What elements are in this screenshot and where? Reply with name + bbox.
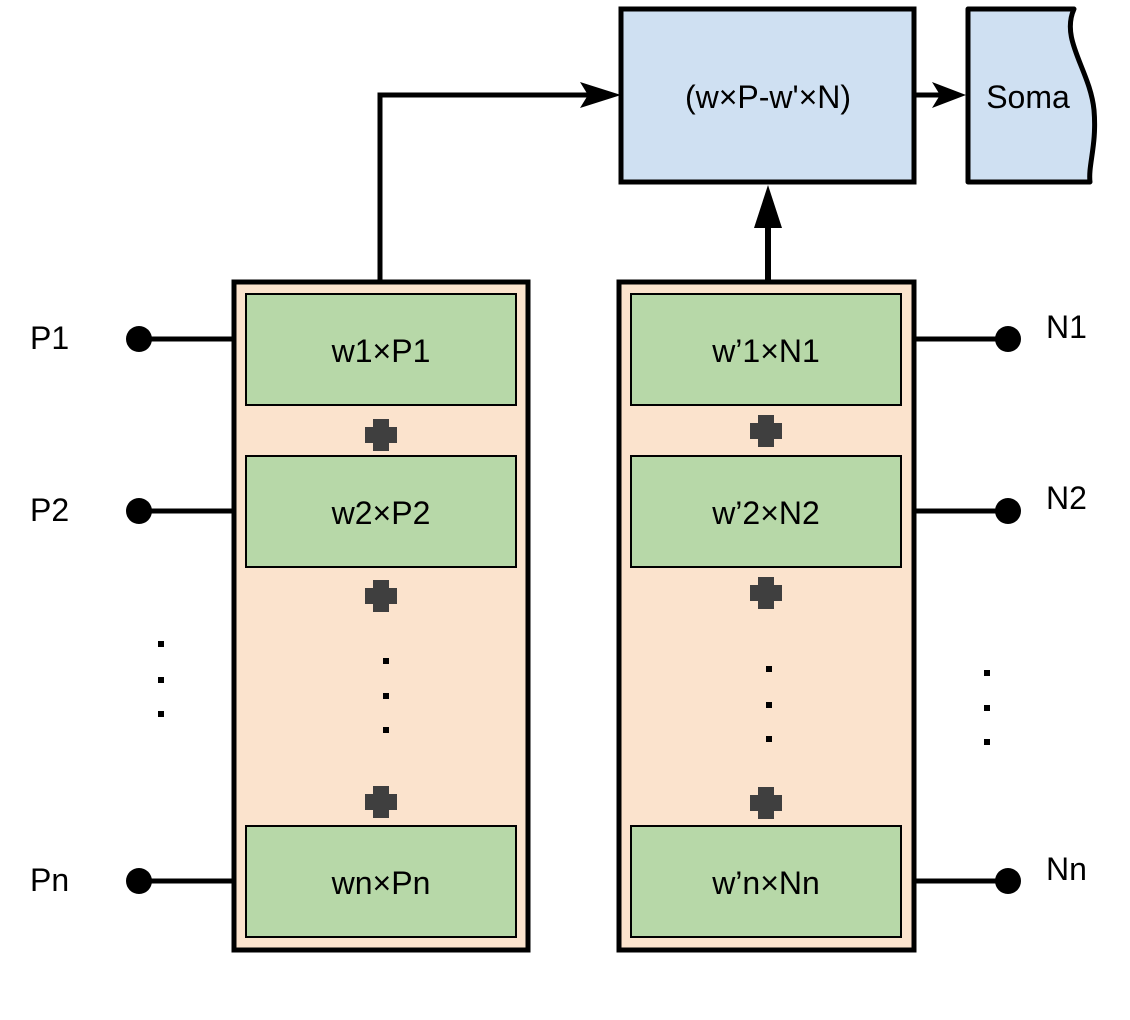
- positive-input-wire: [126, 498, 234, 524]
- plus-icon: [750, 787, 782, 819]
- negative-input-wire: [914, 326, 1021, 352]
- negative-term-box-2: [630, 455, 902, 568]
- negative-term-box-n: [630, 825, 902, 938]
- negative-term-label-n: w’n×Nn: [711, 865, 820, 901]
- positive-input-wire: [126, 868, 234, 894]
- negative-input-wire: [914, 498, 1021, 524]
- positive-input-label-n: Pn: [30, 862, 69, 898]
- soma-label: Soma: [986, 79, 1070, 115]
- negative-input-label-1: N1: [1046, 309, 1087, 345]
- negative-input-label-2: N2: [1046, 480, 1087, 516]
- negative-input-label-n: Nn: [1046, 851, 1087, 887]
- plus-icon: [750, 415, 782, 447]
- positive-term-label-2: w2×P2: [331, 495, 431, 531]
- positive-term-label-1: w1×P1: [331, 333, 431, 369]
- arrow-icon: [377, 82, 621, 282]
- arrow-icon: [914, 82, 966, 108]
- combine-box: [618, 6, 917, 185]
- positive-term-box-n: [245, 825, 517, 938]
- positive-term-box-1: [245, 293, 517, 406]
- soma-box: [965, 6, 1098, 185]
- combine-label: (w×P-w'×N): [685, 79, 851, 115]
- negative-term-box-1: [630, 293, 902, 406]
- positive-input-label-1: P1: [30, 320, 69, 356]
- arrow-icon: [754, 185, 782, 282]
- positive-term-box-2: [245, 455, 517, 568]
- positive-term-label-n: wn×Pn: [331, 865, 431, 901]
- plus-icon: [365, 580, 397, 612]
- plus-icon: [365, 419, 397, 451]
- ellipsis-icon: [383, 658, 389, 733]
- ellipsis-icon: [766, 666, 772, 742]
- plus-icon: [365, 786, 397, 818]
- plus-icon: [750, 577, 782, 609]
- ellipsis-icon: [158, 641, 164, 717]
- negative-term-label-2: w’2×N2: [711, 495, 820, 531]
- ellipsis-icon: [984, 670, 990, 745]
- negative-input-wire: [914, 868, 1021, 894]
- positive-input-wire: [126, 326, 234, 352]
- negative-term-label-1: w’1×N1: [711, 333, 820, 369]
- positive-input-label-2: P2: [30, 492, 69, 528]
